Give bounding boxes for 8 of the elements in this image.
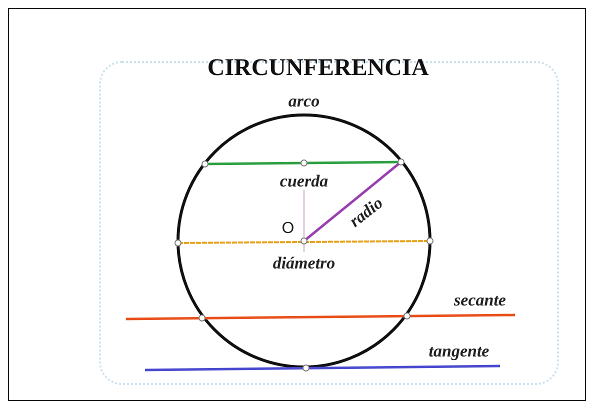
chord-label: cuerda [280,172,328,190]
center-label: O [282,221,294,237]
tangent-label: tangente [428,342,490,360]
arc-label: arco [288,92,320,110]
diameter-label: diámetro [272,254,336,272]
secant-label: secante [454,292,506,308]
radius-label: radio [346,194,386,230]
diagram-title: CIRCUNFERENCIA [207,56,429,80]
